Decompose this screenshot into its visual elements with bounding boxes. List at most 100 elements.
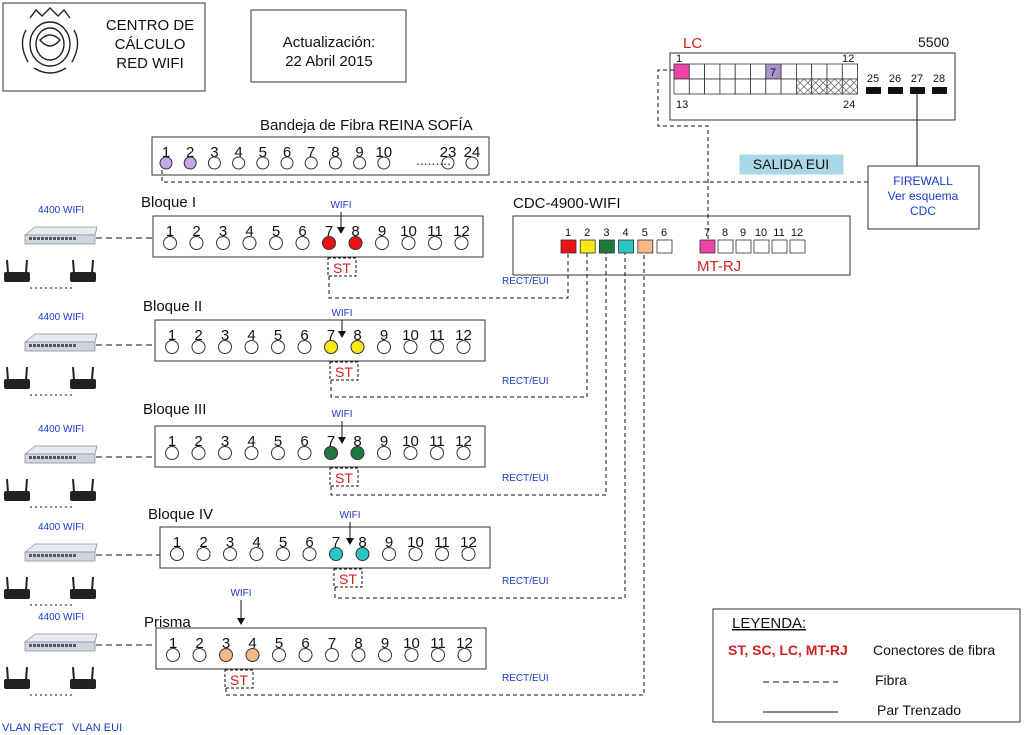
panel-port-label: 12 [453, 223, 470, 240]
cdc-port [789, 239, 806, 254]
switch-5500-port-13-label: 13 [676, 99, 688, 111]
antenna [91, 478, 94, 493]
panel-port [191, 446, 206, 460]
wifi-arrow-head [338, 331, 346, 338]
panel-port-label: 9 [385, 534, 393, 551]
panel-port-label: 10 [402, 327, 419, 344]
lc-to-mtrj-fiber [657, 69, 709, 240]
uplink-port-label: 28 [933, 73, 945, 85]
switch-4400-top [23, 226, 98, 236]
switch-4400-led [49, 554, 52, 557]
panel-port-label: 2 [192, 223, 200, 240]
panel-port-label: 10 [400, 223, 417, 240]
uplink-port [932, 87, 947, 94]
switch-4400-led [33, 344, 36, 347]
antenna [25, 259, 28, 274]
st-connector-box [329, 361, 359, 381]
switch-5500-port [719, 63, 736, 80]
legend-connectors-desc: Conectores de fibra [873, 642, 995, 658]
block-name: Bloque III [143, 401, 206, 418]
uplink-port-label: 26 [889, 73, 901, 85]
switch-4400-led [29, 237, 32, 240]
switch-4400-led [45, 644, 48, 647]
antenna [6, 576, 9, 591]
panel-port-label: 8 [354, 635, 362, 652]
tray-port-label: 3 [210, 144, 218, 161]
panel-port [355, 547, 370, 561]
access-point-rect [4, 679, 30, 689]
panel-port [216, 236, 230, 250]
panel-port-label: 8 [358, 534, 366, 551]
switch-4400-led [61, 456, 64, 459]
switch-5500-port [780, 78, 797, 95]
rect-eui-label: RECT/EUI [502, 276, 549, 287]
switch-4400-led [65, 237, 68, 240]
panel-port [377, 340, 391, 354]
switch-4400-led [29, 344, 32, 347]
cdc-port [656, 239, 673, 254]
cdc-port-label: 8 [722, 227, 728, 239]
panel-port [457, 648, 472, 662]
panel-port [430, 340, 444, 354]
cdc-port [560, 239, 577, 254]
cdc-port [637, 239, 654, 254]
access-point-eui [70, 491, 96, 501]
switch-4400-led [45, 344, 48, 347]
panel-port-label: 8 [353, 433, 361, 450]
switch-4400-led [37, 456, 40, 459]
uplink-port-label: 25 [867, 73, 879, 85]
switch-4400-led [45, 456, 48, 459]
switch-5500-port-7-label: 7 [770, 67, 776, 79]
panel-port-label: 3 [219, 223, 227, 240]
salida-eui-label: SALIDA EUI [753, 156, 829, 172]
panel-port-label: 12 [455, 433, 472, 450]
legend-fiber-label: Fibra [875, 672, 907, 688]
salida-eui-badge [739, 154, 844, 175]
panel-port-label: 5 [275, 635, 283, 652]
wifi-arrow-head [346, 538, 354, 545]
switch-4400-led [69, 644, 72, 647]
panel-port [272, 648, 286, 662]
cdc-port-label: 12 [791, 227, 803, 239]
tray-port-label: 10 [375, 144, 392, 161]
st-connector-box [333, 568, 363, 588]
switch-4400-led [53, 644, 56, 647]
cdc-port-label: 9 [740, 227, 746, 239]
panel-port [324, 340, 338, 354]
panel-port-label: 10 [403, 635, 420, 652]
antenna [91, 366, 94, 381]
tray-port [159, 156, 173, 170]
panel-port [348, 236, 363, 250]
switch-5500-port [673, 78, 690, 95]
fiber-link [225, 253, 645, 696]
switch-5500-port-grid [673, 63, 858, 95]
panel-port-label: 5 [272, 223, 280, 240]
switch-4400-led [41, 554, 44, 557]
lc-label: LC [683, 35, 702, 52]
legend-title: LEYENDA: [732, 615, 806, 632]
panel-port-label: 6 [300, 327, 308, 344]
fiber-tray-ellipsis: ......... [416, 152, 451, 168]
panel-port-label: 12 [460, 534, 477, 551]
cdc-port-label: 7 [704, 227, 710, 239]
tray-port-label: 5 [259, 144, 267, 161]
fiber-link [330, 253, 588, 398]
fiber-links [161, 69, 918, 696]
switch-4400-led [29, 644, 32, 647]
tray-to-firewall-fiber [161, 170, 868, 183]
panel-port [378, 648, 392, 662]
panel-port-label: 11 [429, 327, 445, 344]
cdc-port-label: 5 [642, 227, 648, 239]
panel-port [163, 236, 177, 250]
fiber-tray-panel [151, 136, 490, 176]
panel-port [269, 236, 283, 250]
hatched-port [842, 78, 858, 95]
switch-4400-led [49, 644, 52, 647]
panel-port [166, 648, 180, 662]
antenna [91, 259, 94, 274]
panel-port-label: 1 [173, 534, 181, 551]
panel-port-label: 4 [248, 635, 256, 652]
switch-4400-led [29, 554, 32, 557]
switch-4400-led [57, 456, 60, 459]
